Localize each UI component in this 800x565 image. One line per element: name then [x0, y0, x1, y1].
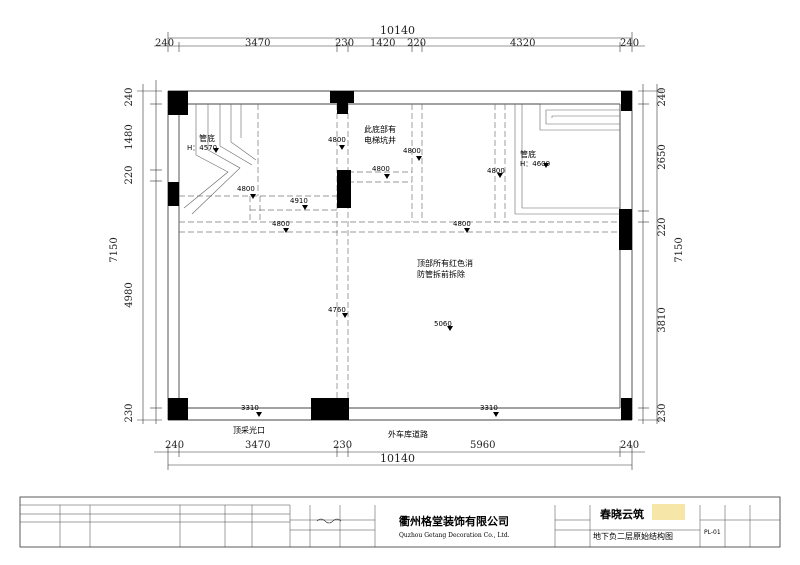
column-bottom-right [621, 398, 632, 420]
left-dim-1: 240 [124, 87, 135, 107]
column-center [337, 170, 351, 208]
elevation-4910: 4910 [290, 197, 308, 205]
top-total-dim: 10140 [380, 24, 415, 37]
top-dim-1: 240 [155, 38, 175, 49]
bottom-dim-4: 5960 [470, 440, 496, 451]
right-dim-4: 3810 [657, 307, 668, 333]
title-block-lines [20, 504, 780, 547]
left-dim-3: 220 [124, 165, 135, 185]
elevation-4800-c: 4800 [372, 165, 390, 173]
elevation-markers [213, 145, 549, 417]
designer-signature [316, 518, 342, 524]
ceiling-note-line2: 防管拆前拆除 [417, 270, 465, 279]
pipe-right-height: H：4600 [520, 160, 551, 168]
elevation-4800-e: 4800 [272, 220, 290, 228]
left-dim-4: 4980 [124, 282, 135, 308]
skylight-label: 顶采光口 [233, 426, 265, 435]
top-dim-4: 1420 [370, 38, 396, 49]
elevation-3310-right: 3310 [480, 404, 498, 412]
elevation-5060: 5060 [434, 320, 452, 328]
left-dimension-lines [137, 80, 162, 424]
pipe-left-label: 管底 [199, 134, 215, 143]
elevation-4800-d: 4800 [237, 185, 255, 193]
right-dimension-lines [638, 84, 663, 424]
top-dim-7: 240 [620, 38, 640, 49]
elevation-4800-f: 4800 [453, 220, 471, 228]
bottom-dim-3: 230 [333, 440, 353, 451]
bottom-dim-2: 3470 [245, 440, 271, 451]
top-dim-6: 4320 [510, 38, 536, 49]
right-dim-1: 240 [657, 87, 668, 107]
company-name-cn: 衢州格堂装饰有限公司 [399, 515, 509, 528]
elevation-4760: 4760 [328, 306, 346, 314]
pipe-bundle-right [514, 103, 620, 215]
column-bottom-left [168, 398, 188, 420]
project-name: 春晓云筑 [600, 508, 644, 521]
left-dim-5: 230 [124, 403, 135, 423]
pipe-left-height: H：4570 [187, 144, 218, 152]
column-top-right [621, 91, 632, 111]
column-left-wall [168, 182, 179, 206]
right-total-dim: 7150 [674, 237, 685, 263]
sheet-title: 地下负二层原始结构图 [593, 532, 673, 541]
right-dim-2: 2650 [657, 144, 668, 170]
elevation-3310-left: 3310 [241, 404, 259, 412]
elevation-4800-b: 4800 [403, 147, 421, 155]
left-dim-2: 1480 [124, 124, 135, 150]
columns [168, 91, 632, 420]
outer-walls [167, 90, 633, 421]
elevator-note-line2: 电梯坑井 [364, 136, 396, 145]
column-bottom-mid [311, 398, 349, 420]
bottom-dim-5: 240 [620, 440, 640, 451]
column-right-wall [619, 209, 632, 250]
elevation-4800-g: 4800 [487, 167, 505, 175]
ceiling-note-line1: 顶部所有红色消 [417, 259, 473, 268]
top-dim-3: 230 [335, 38, 355, 49]
column-top-mid-stem [337, 103, 348, 114]
garage-road-label: 外车库道路 [388, 430, 428, 439]
right-dim-5: 230 [657, 403, 668, 423]
pipe-bundle-left [183, 104, 257, 215]
pipe-right-label: 管底 [520, 150, 536, 159]
company-name-en: Quzhou Getang Decoration Co., Ltd. [399, 532, 510, 539]
top-dim-5: 220 [407, 38, 427, 49]
right-dim-3: 220 [657, 217, 668, 237]
top-dimension-lines [154, 32, 645, 52]
elevation-4800-a: 4800 [328, 136, 346, 144]
bottom-dimension-lines [154, 446, 645, 470]
sheet-number: PL-01 [704, 529, 721, 536]
top-dim-2: 3470 [245, 38, 271, 49]
column-top-mid [330, 91, 354, 103]
bottom-total-dim: 10140 [380, 452, 415, 465]
column-top-left [168, 91, 188, 115]
elevator-note-line1: 此底部有 [364, 125, 396, 134]
interior-beams [179, 104, 620, 408]
left-total-dim: 7150 [109, 237, 120, 263]
project-name-highlight [652, 504, 685, 520]
bottom-dim-1: 240 [165, 440, 185, 451]
